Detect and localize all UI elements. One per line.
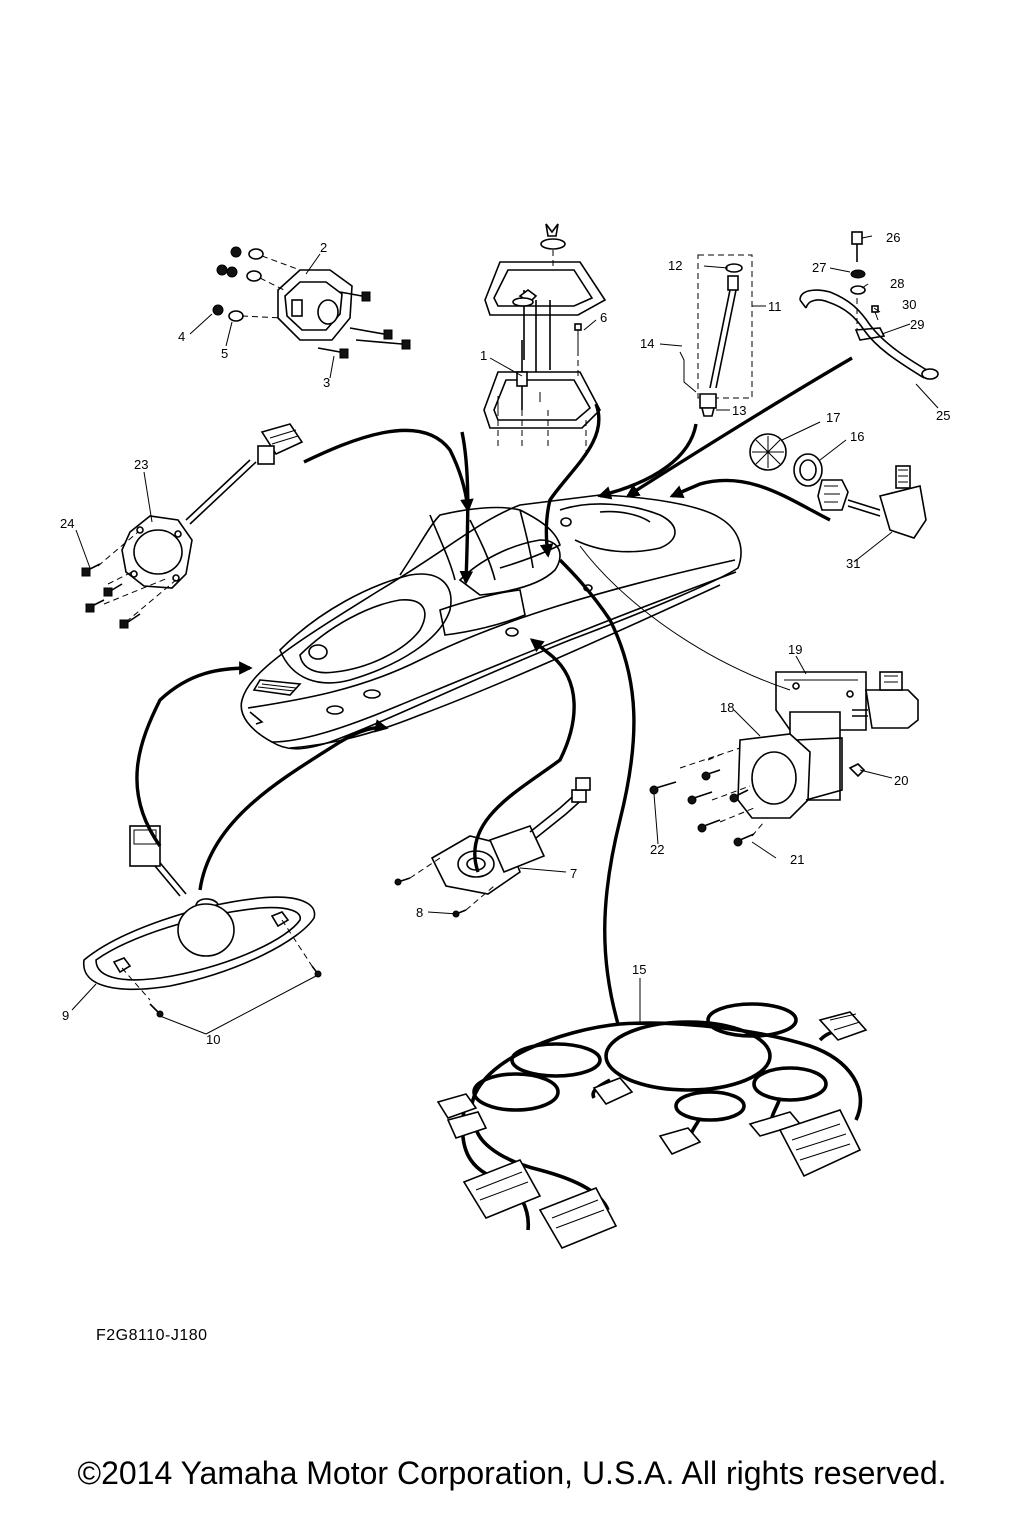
assembly-arrows bbox=[135, 356, 853, 1025]
callout-26: 26 bbox=[886, 230, 900, 245]
lamp-assembly bbox=[83, 825, 322, 1018]
callout-8: 8 bbox=[416, 905, 423, 920]
callout-16: 16 bbox=[850, 429, 864, 444]
leader-lines bbox=[71, 235, 939, 1035]
callout-29: 29 bbox=[910, 317, 924, 332]
meter-assembly bbox=[649, 671, 919, 847]
callout-2: 2 bbox=[320, 240, 327, 255]
callout-21: 21 bbox=[790, 852, 804, 867]
callout-23: 23 bbox=[134, 457, 148, 472]
boat-hull bbox=[240, 494, 742, 750]
callout-7: 7 bbox=[570, 866, 577, 881]
callout-14: 14 bbox=[640, 336, 654, 351]
socket-assembly bbox=[394, 777, 591, 918]
callout-1: 1 bbox=[480, 348, 487, 363]
callout-3: 3 bbox=[323, 375, 330, 390]
callout-19: 19 bbox=[788, 642, 802, 657]
callout-24: 24 bbox=[60, 516, 74, 531]
callout-15: 15 bbox=[632, 962, 646, 977]
callout-27: 27 bbox=[812, 260, 826, 275]
callout-13: 13 bbox=[732, 403, 746, 418]
callout-28: 28 bbox=[890, 276, 904, 291]
vent-pipe-assembly bbox=[799, 231, 939, 380]
callout-6: 6 bbox=[600, 310, 607, 325]
sensor-assembly bbox=[749, 433, 927, 539]
callout-17: 17 bbox=[826, 410, 840, 425]
mounting-plate-assembly bbox=[483, 223, 607, 452]
diagram-code: F2G8110-J180 bbox=[96, 1327, 208, 1344]
callout-22: 22 bbox=[650, 842, 664, 857]
callout-5: 5 bbox=[221, 346, 228, 361]
callout-10: 10 bbox=[206, 1032, 220, 1047]
callout-30: 30 bbox=[902, 297, 916, 312]
callout-labels: 1 2 3 4 5 6 7 8 9 10 11 12 13 14 15 16 1… bbox=[60, 230, 950, 1047]
callout-31: 31 bbox=[846, 556, 860, 571]
callout-11: 11 bbox=[768, 299, 782, 314]
fuel-sender-assembly bbox=[81, 423, 304, 629]
callout-20: 20 bbox=[894, 773, 908, 788]
callout-12: 12 bbox=[668, 258, 682, 273]
callout-18: 18 bbox=[720, 700, 734, 715]
bracket-assembly bbox=[212, 246, 411, 359]
cable-assembly bbox=[679, 254, 753, 417]
callout-4: 4 bbox=[178, 329, 185, 344]
wire-harness bbox=[436, 1002, 868, 1250]
callout-25: 25 bbox=[936, 408, 950, 423]
callout-9: 9 bbox=[62, 1008, 69, 1023]
copyright-notice: ©2014 Yamaha Motor Corporation, U.S.A. A… bbox=[77, 1455, 947, 1491]
